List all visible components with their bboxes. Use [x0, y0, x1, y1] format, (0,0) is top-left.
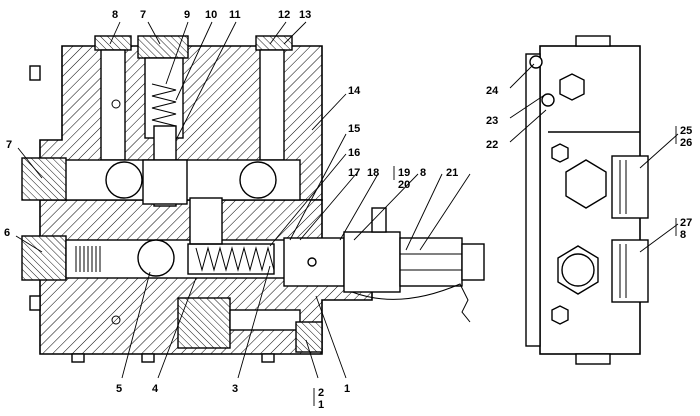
callout-12: 12 — [278, 9, 290, 21]
side-bolt-1 — [29, 295, 41, 311]
pin — [307, 257, 317, 267]
callout-17: 17 — [348, 167, 360, 179]
callout-7-left: 7 — [6, 139, 12, 151]
hex-mid — [565, 159, 607, 209]
side-flange — [525, 53, 541, 347]
callout-6: 6 — [4, 227, 10, 239]
hex-top — [559, 73, 585, 101]
left-bore — [100, 49, 126, 161]
fitting-body — [343, 231, 401, 293]
section-view — [21, 35, 485, 363]
callout-4: 4 — [152, 383, 159, 395]
callout-20: 20 — [398, 179, 410, 191]
callout-18: 18 — [367, 167, 379, 179]
foot-bolt-1 — [71, 353, 85, 363]
bottom-channel — [229, 309, 301, 331]
callout-14: 14 — [348, 85, 361, 97]
fitting-end — [461, 243, 485, 281]
spring-main — [195, 246, 275, 272]
callout-7: 7 — [140, 9, 146, 21]
bottom-fitting — [295, 321, 323, 353]
callout-1-lower: 1 — [318, 399, 324, 411]
hex-small-1 — [551, 143, 569, 163]
callout-10: 10 — [205, 9, 217, 21]
ball — [137, 239, 175, 277]
right-bore — [259, 49, 285, 161]
callout-labels: 8 7 9 10 11 12 13 14 15 16 17 18 19 20 8… — [4, 9, 692, 411]
port-circle-right — [239, 161, 277, 199]
hex-small-2 — [551, 305, 569, 325]
callout-25: 25 — [680, 125, 692, 137]
spool-upper — [142, 159, 188, 205]
side-bolt-2 — [29, 65, 41, 81]
bolt-head — [371, 207, 387, 233]
spring-top — [151, 83, 177, 127]
port-circle-left — [105, 161, 143, 199]
callout-21: 21 — [446, 167, 458, 179]
side-view — [525, 35, 649, 365]
vertical-channel — [189, 197, 223, 245]
callout-16: 16 — [348, 147, 360, 159]
lock-wire — [351, 283, 471, 323]
callout-3: 3 — [232, 383, 238, 395]
left-fitting-bottom — [21, 235, 67, 281]
side-port — [561, 253, 595, 287]
callout-5: 5 — [116, 383, 122, 395]
bottom-plug — [177, 297, 231, 349]
foot-bolt-2 — [141, 353, 155, 363]
callout-1: 1 — [344, 383, 350, 395]
callout-8: 8 — [112, 9, 118, 21]
thread-insert — [75, 246, 101, 272]
foot-bolt-3 — [261, 353, 275, 363]
leader-lines — [15, 21, 679, 406]
callout-2: 2 — [318, 387, 324, 399]
callout-22: 22 — [486, 139, 498, 151]
callout-23: 23 — [486, 115, 498, 127]
callout-19: 19 — [398, 167, 410, 179]
callout-8-side: 8 — [680, 229, 686, 241]
callout-27: 27 — [680, 217, 692, 229]
fitting-27-28 — [611, 239, 649, 303]
spring-housing — [187, 243, 275, 275]
callout-24: 24 — [486, 85, 499, 97]
callout-26: 26 — [680, 137, 692, 149]
callout-8-right: 8 — [420, 167, 426, 179]
callout-13: 13 — [299, 9, 311, 21]
top-plug — [137, 35, 189, 59]
side-top-bolt — [575, 35, 611, 47]
callout-9: 9 — [184, 9, 190, 21]
fitting-nut — [399, 237, 463, 287]
left-fitting-top — [21, 157, 67, 201]
side-seal — [541, 93, 555, 107]
main-bore — [65, 239, 299, 279]
callout-11: 11 — [229, 9, 241, 21]
callout-15: 15 — [348, 123, 360, 135]
side-bottom-bolt — [575, 353, 611, 365]
